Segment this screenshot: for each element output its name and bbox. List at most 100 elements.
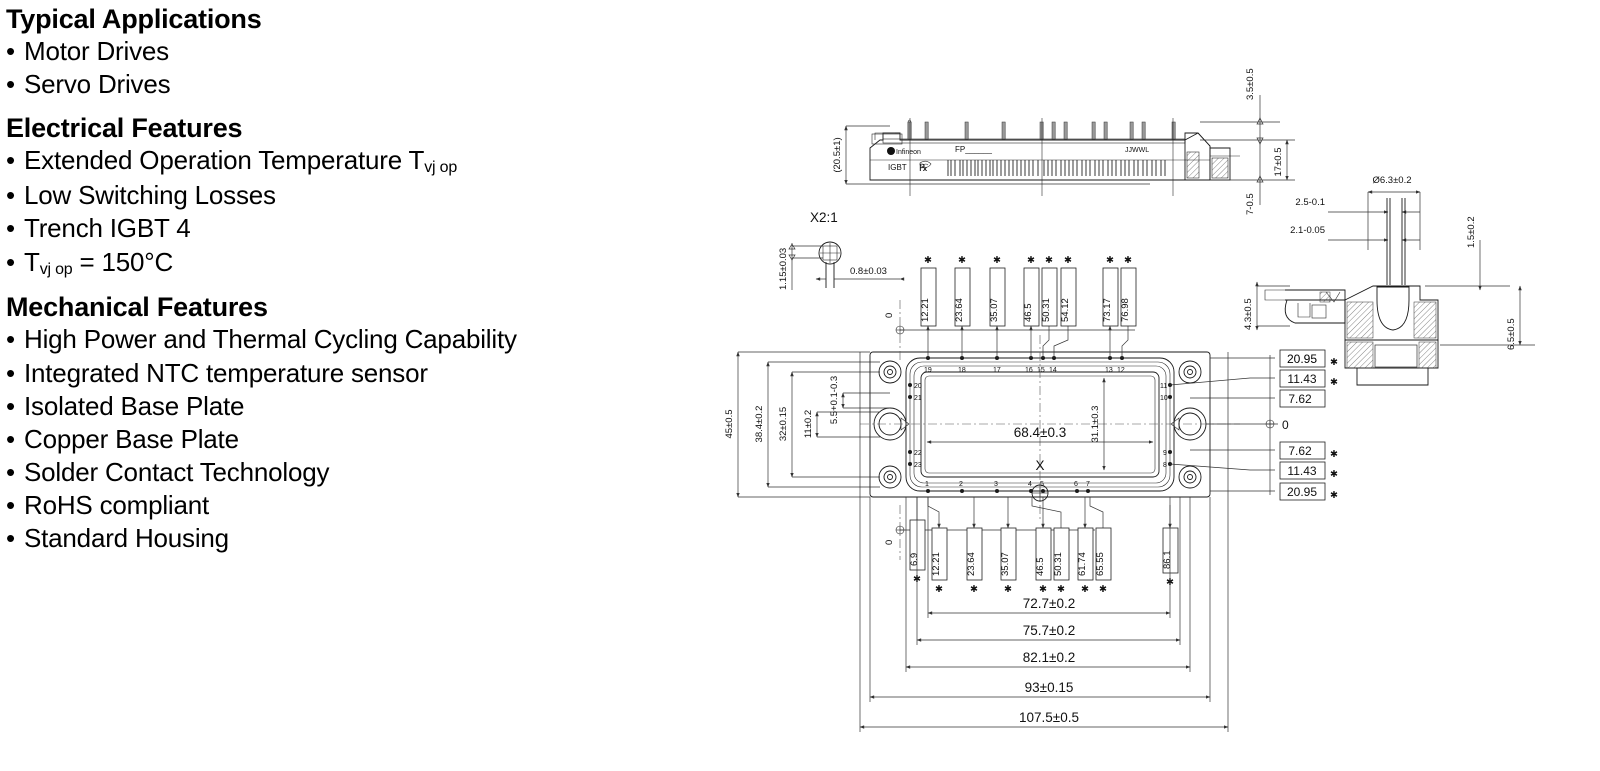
list-item-label: Copper Base Plate [24,423,239,454]
mechanical-drawing: .ln { stroke:#1a1a1a; stroke-width:0.9; … [720,0,1600,771]
asterisk-icon: ✱ [1330,449,1338,460]
callout-top: 50.31 [1041,298,1052,322]
dim-v-32: 32±0.15 [778,407,789,441]
pin-number: 18 [958,367,966,374]
list-item-label: T [24,246,40,277]
type-label: IGBT [888,163,907,172]
pin-number: 6 [1074,481,1078,488]
dim-chain-93: 93±0.15 [1025,680,1074,695]
dim-v-38: 38.4±0.2 [754,406,765,443]
dim-a: 2.5-0.1 [1295,197,1325,208]
list-item-label: Standard Housing [24,523,229,554]
asterisk-icon: ✱ [1099,584,1107,595]
pin-number: 22 [914,450,922,457]
features-column: Typical Applications •Motor Drives •Serv… [0,0,740,771]
datum-zero-right: 0 [1282,418,1289,432]
asterisk-icon: ✱ [958,255,966,266]
list-item-label: Integrated NTC temperature sensor [24,357,428,388]
brand-label: Infineon [896,149,921,156]
date-code-label: JJWWL [1125,147,1149,154]
pin-number: 9 [1163,450,1167,457]
callout-bottom: 61.74 [1077,552,1088,576]
bullet-icon: • [6,423,15,454]
dim-base-height: 7-0.5 [1245,193,1256,215]
bullet-icon: • [6,144,15,175]
bullet-icon: • [6,490,15,521]
asterisk-icon: ✱ [970,584,978,595]
asterisk-icon: ✱ [935,584,943,595]
asterisk-icon: ✱ [1039,584,1047,595]
left-vertical-dims: 45±0.5 38.4±0.2 32±0.15 11±0.2 5.5+0.1-0… [724,351,890,498]
list-item: •High Power and Thermal Cycling Capabili… [6,324,740,354]
list-item-label: Solder Contact Technology [24,457,330,488]
svg-text:℞: ℞ [919,163,928,174]
pin-numbers: 19 18 17 16 15 14 13 12 1 2 3 4 5 6 7 20… [914,367,1168,488]
subscript: vj op [39,260,73,278]
list-item-label: Isolated Base Plate [24,390,245,421]
bullet-icon: • [6,69,15,100]
section-heading-applications: Typical Applications [6,4,262,34]
pin-number: 5 [1040,481,1044,488]
bottom-callouts: 0 6.9 ✱ 12.21 ✱ 23.64 ✱ [884,497,1179,595]
list-item: •Trench IGBT 4 [6,213,740,243]
dim-v-5p5: 5.5+0.1-0.3 [829,376,840,424]
callout-top: 46.5 [1023,304,1034,323]
list-item: •Motor Drives [6,36,740,66]
pin-number: 10 [1160,395,1168,402]
pin-dots-sides [908,383,1172,466]
pin-number: 15 [1037,367,1045,374]
callout-bottom: 50.31 [1053,552,1064,576]
list-item-label: Low Switching Losses [24,180,276,211]
pin-dots-bottom [926,489,1090,493]
dim-e: 4.3±0.5 [1243,298,1254,330]
dim-overall-height: (20.5±1) [832,137,843,172]
dim-c: 1.5±0.2 [1466,216,1477,248]
part-number-label: FP______ [955,145,992,154]
asterisk-icon: ✱ [1124,255,1132,266]
bullet-icon: • [6,180,15,211]
top-view: 19 18 17 16 15 14 13 12 1 2 3 4 5 6 7 20… [724,255,1338,732]
asterisk-icon: ✱ [1106,255,1114,266]
bottom-dim-chain: 72.7±0.2 75.7±0.2 82.1±0.2 93±0.15 107.5… [859,352,1229,732]
pin-number: 12 [1117,367,1125,374]
list-item: •Extended Operation Temperature Tvj op [6,145,740,178]
dim-pin-thickness: 1.15±0.03 [778,248,789,290]
pin-number: 1 [925,481,929,488]
callout-top: 12.21 [920,298,931,322]
callout-bottom: 6.9 [909,553,920,566]
callout-bottom: 46.5 [1035,558,1046,577]
pin-number: 23 [914,462,922,469]
detail-x-label: X2:1 [810,210,838,225]
list-item-tail: = 150°C [72,246,174,277]
detail-x-2to1: X2:1 0.8±0.03 1.15±0.03 [778,210,905,290]
pin-row [907,119,1176,140]
pin-number: 17 [993,367,1001,374]
dim-chain-72: 72.7±0.2 [1023,596,1075,611]
list-item-label: Motor Drives [24,36,169,67]
bullet-icon: • [6,246,15,277]
callout-top: 35.07 [989,298,1000,322]
asterisk-icon: ✱ [924,255,932,266]
side-view-markings: Infineon IGBT FP______ JJWWL ℞ [887,145,1149,174]
asterisk-icon: ✱ [1045,255,1053,266]
pin-number: 3 [994,481,998,488]
pin-number: 4 [1028,481,1032,488]
callout-bottom: 23.64 [966,552,977,576]
dim-pin-height: 3.5±0.5 [1245,68,1256,100]
asterisk-icon: ✱ [1330,490,1338,501]
asterisk-icon: ✱ [1027,255,1035,266]
bullet-icon: • [6,457,15,488]
asterisk-icon: ✱ [1330,357,1338,368]
section-heading-electrical: Electrical Features [6,112,243,143]
dim-b: 2.1-0.05 [1290,225,1325,236]
callout-bottom: 12.21 [931,552,942,576]
dim-pin-width: 0.8±0.03 [850,266,887,277]
callout-bottom: 65.55 [1095,552,1106,576]
list-item: • Low Switching Losses [6,180,740,210]
dim-inner-width: 68.4±0.3 [1014,425,1066,440]
dim-chain-75: 75.7±0.2 [1023,623,1075,638]
dim-chain-107: 107.5±0.5 [1019,710,1079,725]
dim-inner-height: 31.1±0.3 [1090,406,1101,443]
barcode [947,160,1166,176]
drawing-svg: .ln { stroke:#1a1a1a; stroke-width:0.9; … [724,68,1535,732]
